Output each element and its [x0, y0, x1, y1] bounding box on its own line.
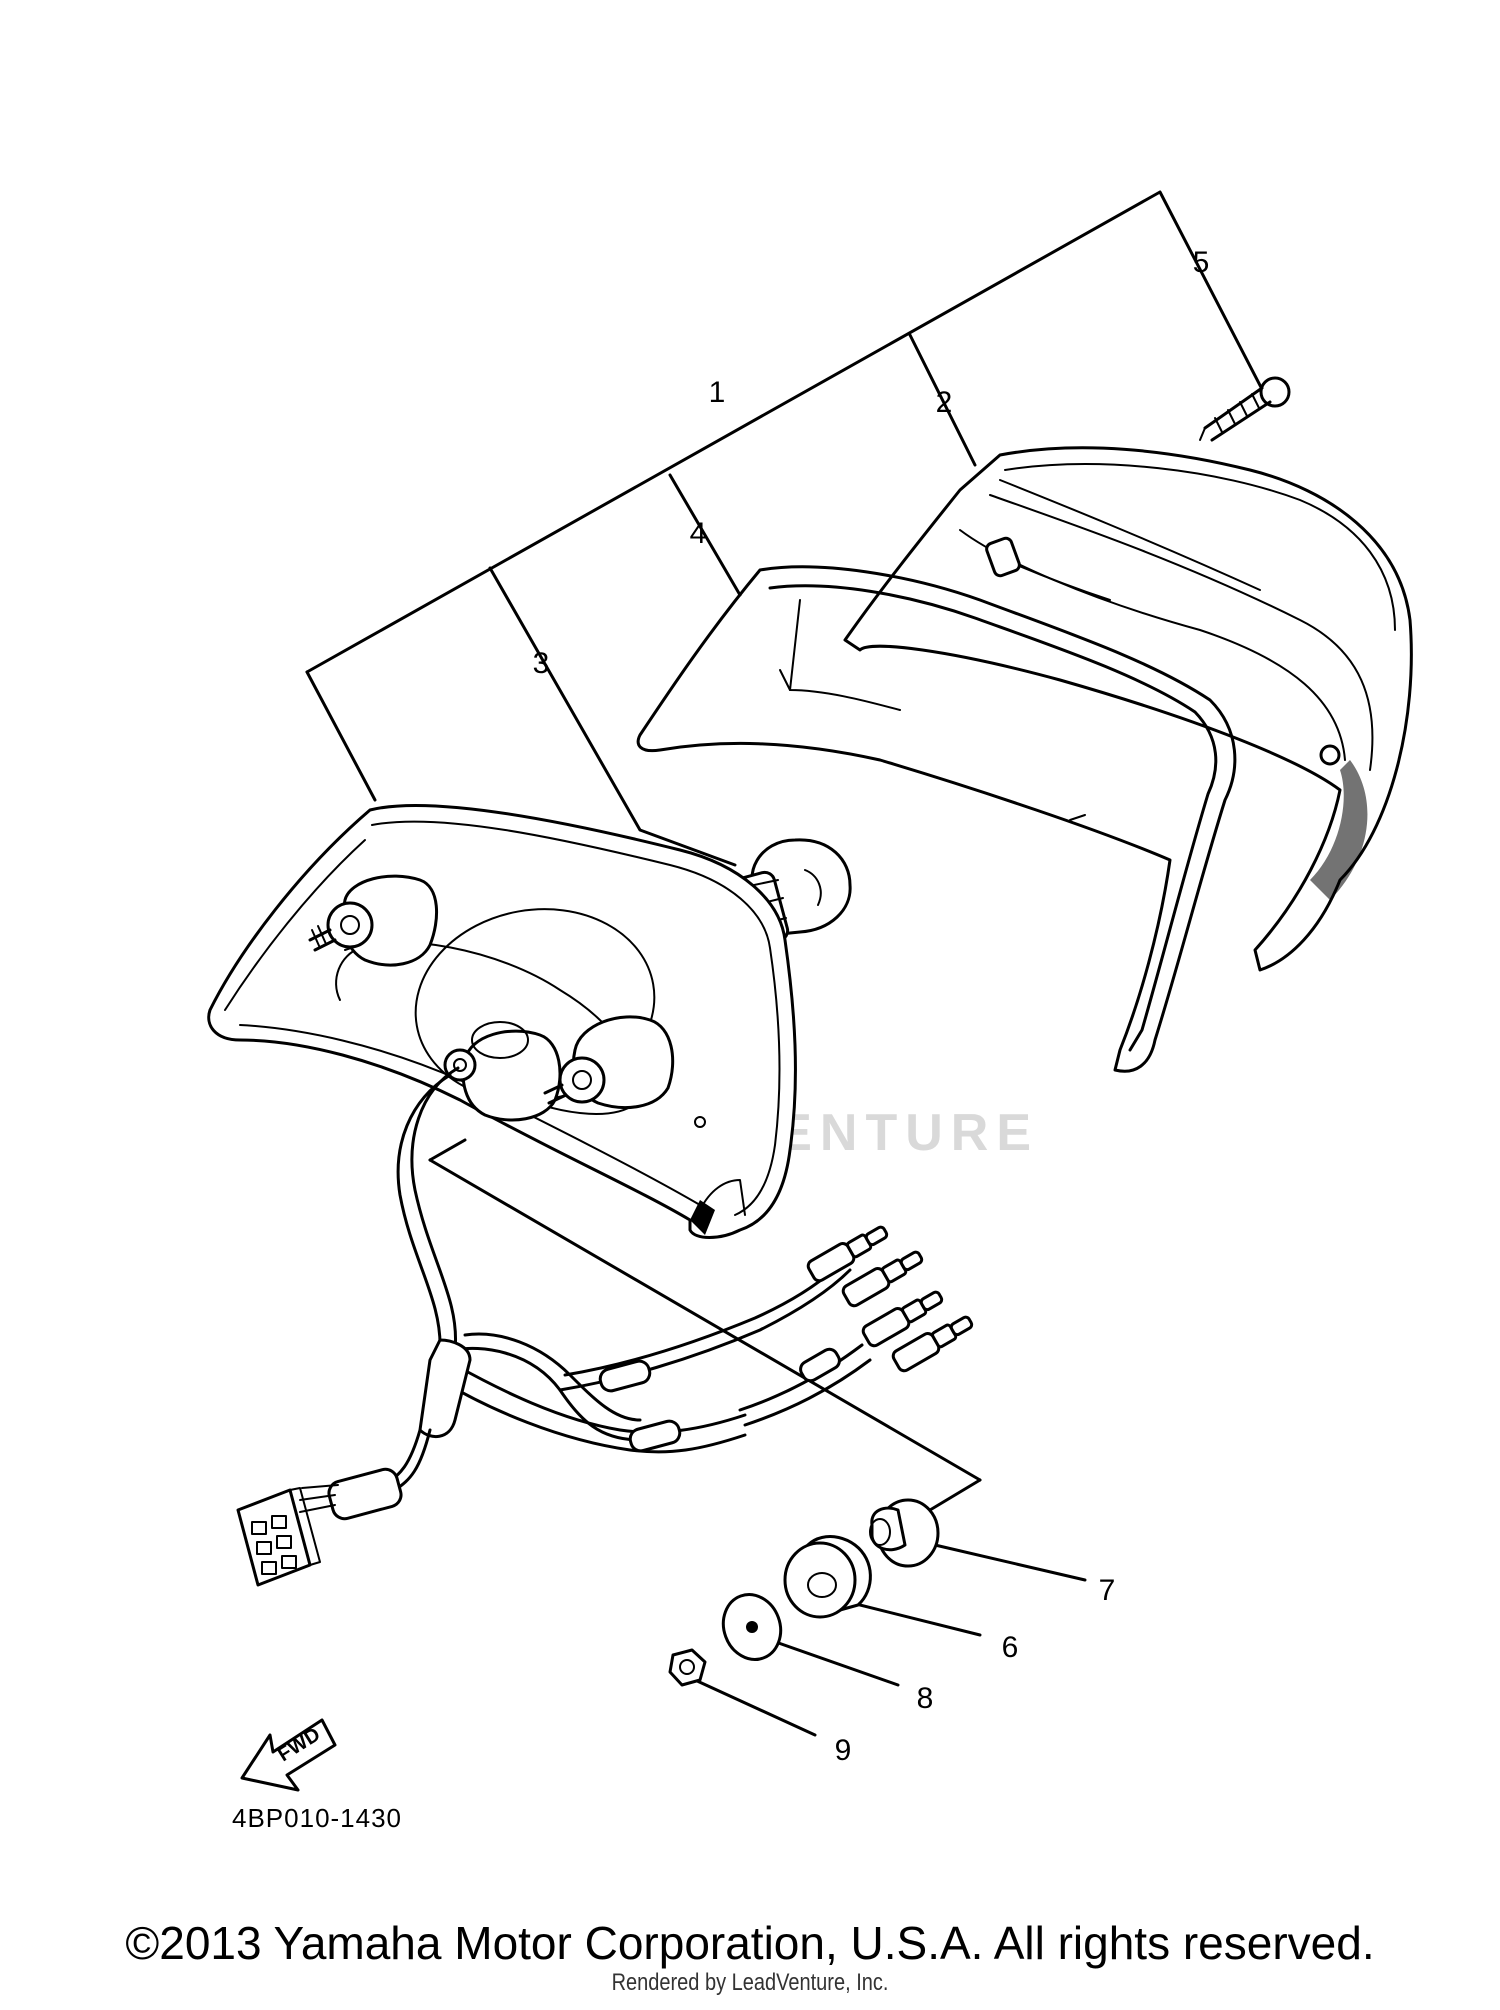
- callout-1: 1: [709, 376, 726, 409]
- callout-2: 2: [936, 386, 953, 419]
- callout-leaders: [305, 190, 1267, 1737]
- screw-part: [1199, 376, 1291, 442]
- socket-right: [543, 1015, 675, 1110]
- fwd-arrow-icon: FWD: [240, 1718, 337, 1792]
- rendered-by-notice: Rendered by LeadVenture, Inc.: [611, 1969, 889, 1997]
- callout-3: 3: [533, 647, 550, 680]
- callout-7: 7: [1099, 1574, 1116, 1607]
- socket-center: [443, 1021, 562, 1122]
- callout-9: 9: [835, 1734, 852, 1767]
- socket-left: [308, 874, 439, 967]
- nut-part: [668, 1648, 707, 1687]
- collar-part: [869, 1498, 940, 1568]
- copyright-notice: ©2013 Yamaha Motor Corporation, U.S.A. A…: [125, 1917, 1375, 1969]
- grommet-part: [783, 1535, 872, 1619]
- callout-8: 8: [917, 1682, 934, 1715]
- wiring-harness: [236, 1066, 974, 1587]
- washer-part: [721, 1593, 783, 1661]
- callout-numbers: 1 2 3 4 5 6 7 8 9: [533, 246, 1210, 1767]
- diagram-code: 4BP010-1430: [232, 1803, 403, 1833]
- lens-part: [843, 446, 1413, 972]
- terminals: [806, 1225, 974, 1373]
- callout-5: 5: [1193, 246, 1210, 279]
- connector: [236, 1487, 321, 1587]
- housing-part: [207, 804, 797, 1239]
- callout-6: 6: [1002, 1631, 1019, 1664]
- callout-4: 4: [690, 517, 707, 550]
- gasket-part: [636, 565, 1237, 1073]
